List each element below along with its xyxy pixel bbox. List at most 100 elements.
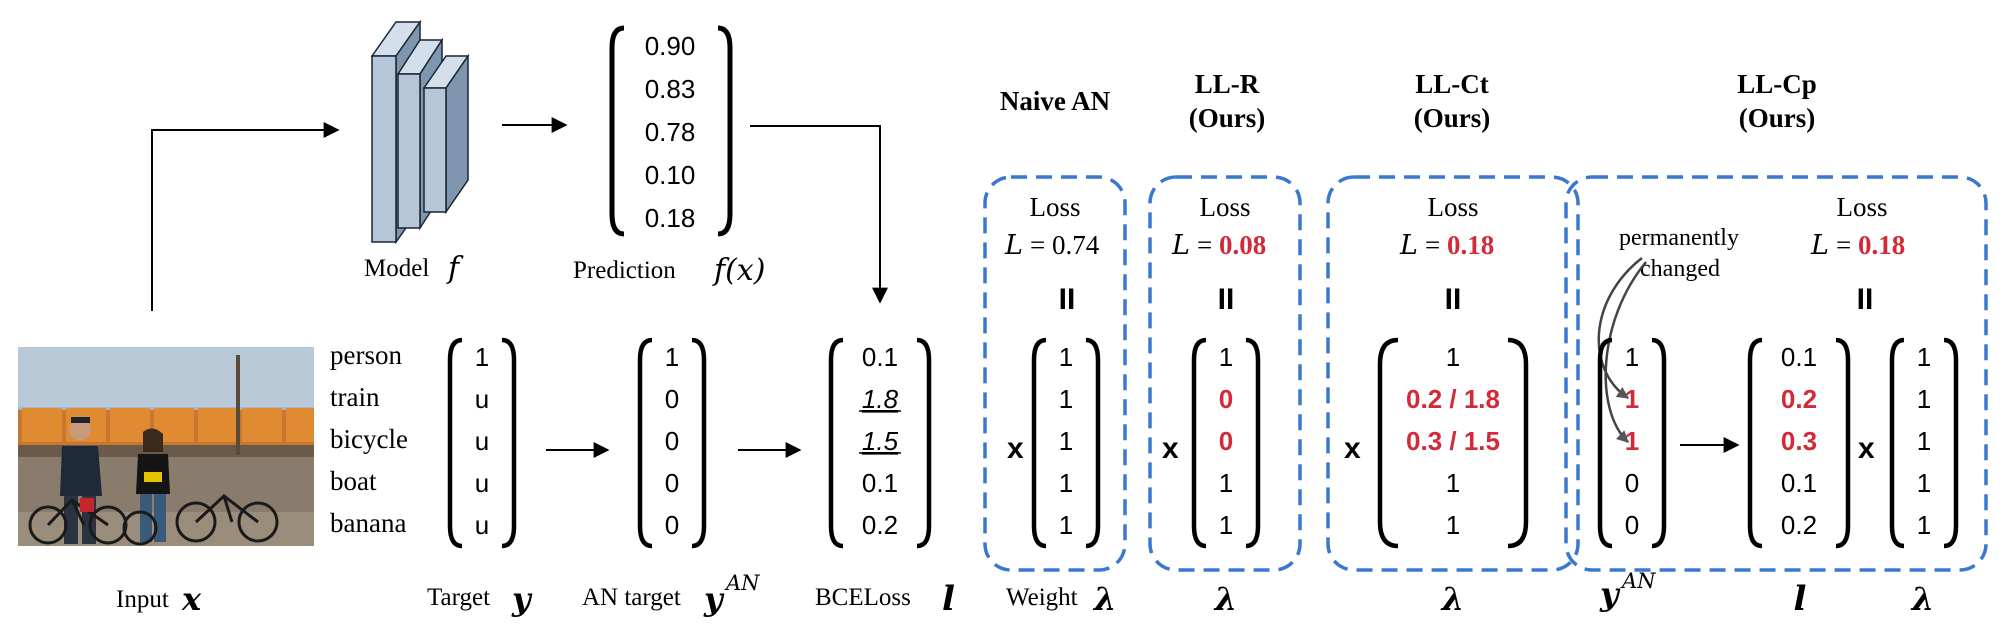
naive-an-weight: 1 xyxy=(1059,342,1073,372)
llcp-yan-value-changed: 1 xyxy=(1625,384,1639,414)
llr-lambda-symbol: λ xyxy=(1213,580,1237,618)
llct-weight: 1 xyxy=(1446,468,1460,498)
bce-values: 0.1 1.8 1.5 0.1 0.2 xyxy=(862,342,899,540)
llr-weight: 1 xyxy=(1219,468,1233,498)
llcp-lambda-value: 1 xyxy=(1917,342,1931,372)
target-value: u xyxy=(475,384,489,414)
llcp-equal-sign: II xyxy=(1857,283,1874,316)
llcp-lambda-brackets xyxy=(1889,337,1959,549)
input-symbol: x xyxy=(181,580,202,618)
bce-symbol: l xyxy=(942,579,955,619)
llct-weight-brackets xyxy=(1377,337,1529,549)
llr-loss-label: Loss xyxy=(1199,192,1250,222)
naive-an-times: x xyxy=(1007,432,1024,465)
llcp-note-line2: changed xyxy=(1640,256,1720,282)
naive-an-equal-sign: II xyxy=(1059,283,1076,316)
llr-title: LL-R xyxy=(1195,69,1260,99)
an-target-values: 1 0 0 0 0 xyxy=(665,342,679,540)
llcp-yan-symbol: y xyxy=(1599,575,1621,613)
input-to-model-arrow xyxy=(151,122,340,311)
llcp-loss-value-item: 0.2 xyxy=(1781,510,1817,540)
llcp-loss-values: 0.1 0.2 0.3 0.1 0.2 xyxy=(1781,342,1817,540)
llcp-lambda-value: 1 xyxy=(1917,468,1931,498)
naive-an-loss-value: 0.74 xyxy=(1052,230,1100,260)
llr-equal-sign: II xyxy=(1218,283,1235,316)
llcp-yan-value: 0 xyxy=(1625,510,1639,540)
llcp-lambda-value: 1 xyxy=(1917,426,1931,456)
llct-loss-value: 0.18 xyxy=(1447,230,1494,260)
llr-weight: 1 xyxy=(1219,510,1233,540)
naive-an-equals: = xyxy=(1030,230,1045,260)
llr-times: x xyxy=(1162,432,1179,465)
llcp-lambda-values: 1 1 1 1 1 xyxy=(1917,342,1931,540)
permanent-change-arrows xyxy=(1597,257,1647,443)
an-target-value: 0 xyxy=(665,426,679,456)
an-target-value: 1 xyxy=(665,342,679,372)
class-label: person xyxy=(330,340,402,370)
target-value: 1 xyxy=(475,342,489,372)
llcp-loss-value-changed: 0.3 xyxy=(1781,426,1817,456)
weight-symbol: λ xyxy=(1092,580,1116,618)
llr-weight-brackets xyxy=(1191,337,1261,549)
llr-weight-changed: 0 xyxy=(1219,426,1233,456)
llr-weight: 1 xyxy=(1219,342,1233,372)
llcp-yan-brackets xyxy=(1597,337,1667,549)
llct-equals: = xyxy=(1425,230,1440,260)
llct-subtitle: (Ours) xyxy=(1414,103,1491,133)
llr-loss-symbol: L xyxy=(1171,230,1190,261)
input-photo xyxy=(18,347,314,546)
target-value: u xyxy=(475,468,489,498)
llct-times: x xyxy=(1344,432,1361,465)
bce-value: 0.2 xyxy=(862,510,898,540)
prediction-value: 0.18 xyxy=(645,203,696,233)
model-icon xyxy=(370,19,470,245)
naive-an-weight: 1 xyxy=(1059,426,1073,456)
bce-value-high: 1.5 xyxy=(862,426,899,456)
llcp-yan-value: 0 xyxy=(1625,468,1639,498)
llcp-yan-superscript: AN xyxy=(1620,569,1656,593)
prediction-value: 0.90 xyxy=(645,31,696,61)
prediction-value: 0.78 xyxy=(645,117,696,147)
naive-an-loss-symbol: L xyxy=(1004,230,1023,261)
llr-equals: = xyxy=(1197,230,1212,260)
input-label: Input xyxy=(116,586,169,613)
naive-an-weight: 1 xyxy=(1059,468,1073,498)
llcp-loss-brackets xyxy=(1747,337,1851,549)
an-target-label: AN target xyxy=(582,584,681,611)
prediction-symbol: f(x) xyxy=(712,253,765,288)
llct-title: LL-Ct xyxy=(1415,69,1489,99)
llct-weight-changed: 0.2 / 1.8 xyxy=(1406,384,1500,414)
naive-an-weight: 1 xyxy=(1059,510,1073,540)
class-label: banana xyxy=(330,508,406,538)
an-target-superscript: AN xyxy=(724,571,760,595)
llcp-loss-value-item: 0.1 xyxy=(1781,342,1817,372)
target-brackets xyxy=(447,337,517,549)
llcp-loss-symbol: L xyxy=(1810,230,1829,261)
llcp-title: LL-Cp xyxy=(1737,69,1817,99)
bce-brackets xyxy=(828,337,932,549)
naive-an-weights: 1 1 1 1 1 xyxy=(1059,342,1073,540)
class-label: train xyxy=(330,382,380,412)
llr-subtitle: (Ours) xyxy=(1189,103,1266,133)
bicycles xyxy=(28,494,279,546)
llct-weight: 1 xyxy=(1446,342,1460,372)
llcp-equals: = xyxy=(1836,230,1851,260)
prediction-values: 0.90 0.83 0.78 0.10 0.18 xyxy=(645,31,696,233)
naive-an-box xyxy=(983,175,1127,572)
bce-value: 0.1 xyxy=(862,342,898,372)
prediction-brackets xyxy=(609,25,733,237)
model-label: Model xyxy=(364,255,429,282)
target-value: u xyxy=(475,426,489,456)
llr-box xyxy=(1148,175,1302,572)
llct-weight: 1 xyxy=(1446,510,1460,540)
an-target-value: 0 xyxy=(665,510,679,540)
weight-label: Weight xyxy=(1006,584,1078,611)
llcp-loss-value-item: 0.1 xyxy=(1781,468,1817,498)
an-target-symbol: y xyxy=(703,580,725,618)
class-label: bicycle xyxy=(330,424,408,454)
llcp-loss-value: 0.18 xyxy=(1858,230,1905,260)
llcp-note-line1: permanently xyxy=(1619,225,1739,251)
llr-loss-value: 0.08 xyxy=(1219,230,1266,260)
naive-an-loss-label: Loss xyxy=(1029,192,1080,222)
prediction-label: Prediction xyxy=(573,257,676,284)
